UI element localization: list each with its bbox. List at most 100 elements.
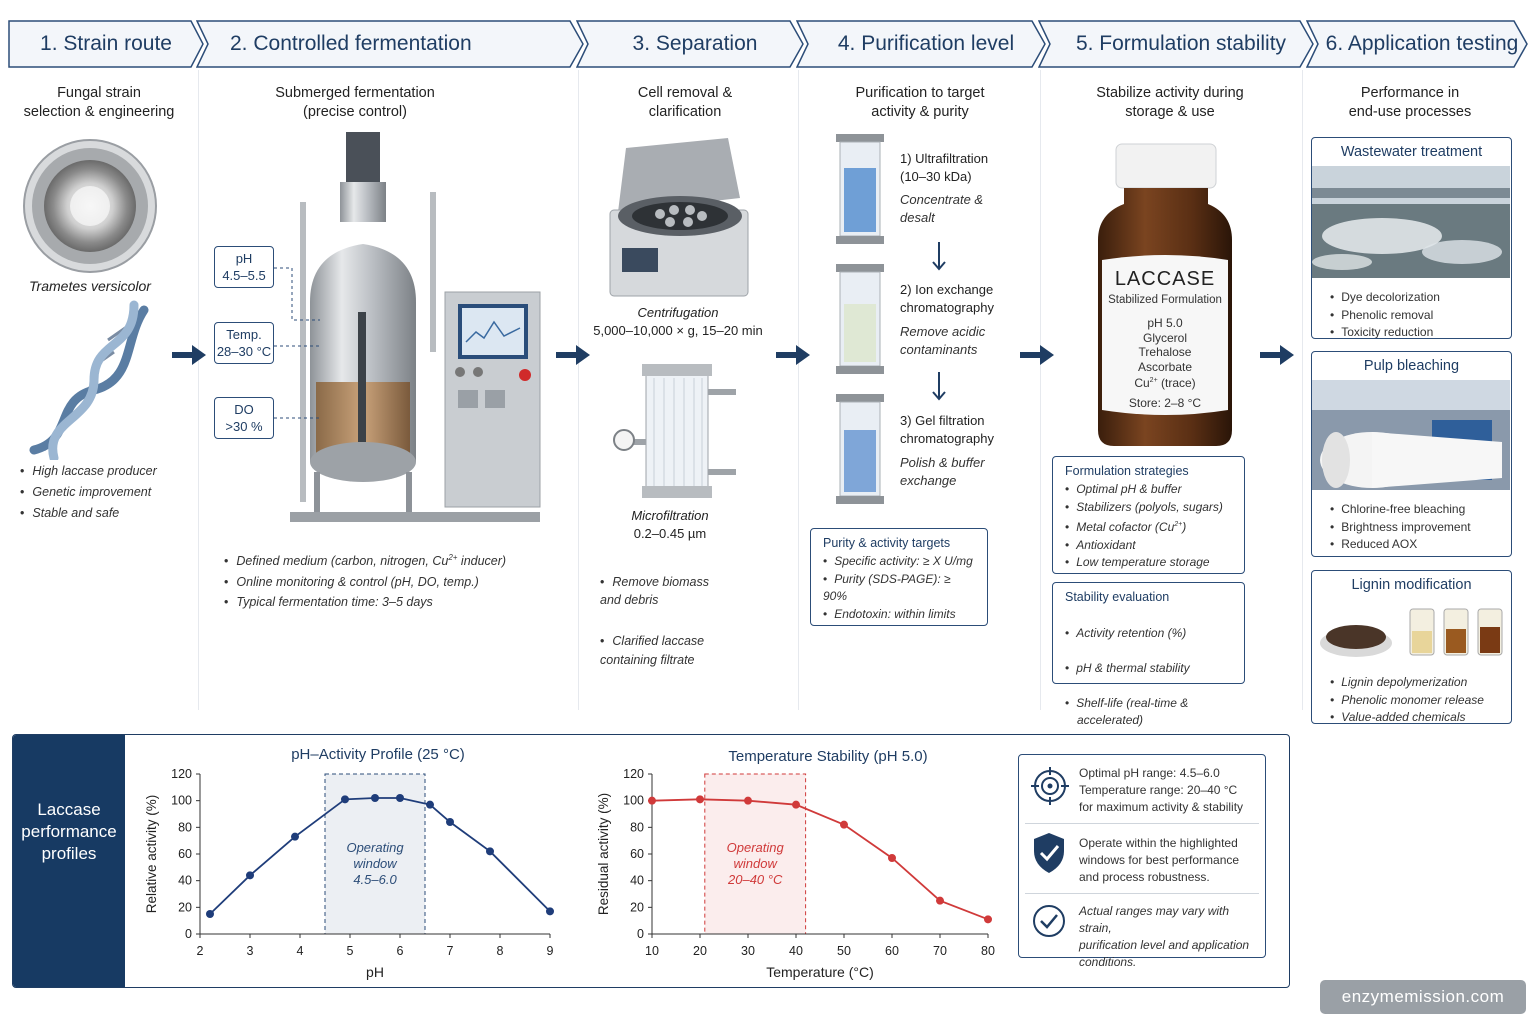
data-point <box>426 800 434 809</box>
application-bullet: Brightness improvement <box>1330 519 1499 537</box>
strain-bullets: High laccase producer Genetic improvemen… <box>20 461 157 524</box>
y-tick-label: 40 <box>178 874 192 888</box>
stability-item: pH & thermal stability <box>1065 660 1232 678</box>
label-storage: Store: 2–8 °C <box>1128 396 1202 410</box>
bioreactor-illustration <box>290 132 541 522</box>
flow-arrow-icon <box>1260 345 1294 365</box>
gel-filtration-column-icon <box>836 394 884 504</box>
y-axis-label: Relative activity (%) <box>144 795 159 914</box>
application-card-wastewater: Wastewater treatment Dye decolorization … <box>1311 137 1512 339</box>
stability-item: Shelf-life (real-time & accelerated) <box>1065 695 1232 730</box>
data-point <box>984 915 992 924</box>
application-card-pulp: Pulp bleaching Chlorine-free bleaching B… <box>1311 351 1512 557</box>
data-point <box>648 796 656 805</box>
label-subtitle: Stabilized Formulation <box>1108 294 1222 306</box>
x-tick-label: 4 <box>297 944 304 958</box>
target-item: Specific activity: ≥ X U/mg <box>823 553 975 571</box>
x-tick-label: 50 <box>837 944 851 958</box>
application-title: Lignin modification <box>1351 577 1472 593</box>
separation-bullet: Remove biomass and debris <box>600 573 709 610</box>
param-leader-lines <box>274 267 320 419</box>
separation-bullets: Remove biomass and debris Clarified lacc… <box>600 554 709 688</box>
data-point <box>396 794 404 802</box>
purification-step-desc: Remove acidic contaminants <box>900 324 986 357</box>
petri-dish-illustration <box>23 139 157 273</box>
down-arrow-icon <box>932 372 946 401</box>
stage-header-6: 6. Application testing <box>1306 20 1528 68</box>
data-point <box>840 820 848 829</box>
y-tick-label: 40 <box>630 874 644 888</box>
dna-helix-illustration <box>29 300 149 460</box>
centrifugation-spec: 5,000–10,000 × g, 15–20 min <box>593 323 763 338</box>
x-axis-label: pH <box>366 964 384 980</box>
stage-subtitle: Purification to target activity & purity <box>855 85 985 120</box>
data-point <box>888 854 896 862</box>
window-label: Operating <box>727 840 785 855</box>
fermentation-bullet: Defined medium (carbon, nitrogen, Cu2+ i… <box>224 548 506 572</box>
microfiltration-illustration <box>613 364 736 498</box>
flow-arrow-icon <box>1020 345 1054 365</box>
note-text: Operate within the highlighted windows f… <box>1079 836 1240 884</box>
purification-step-title: 1) Ultrafiltration (10–30 kDa) <box>900 151 989 184</box>
ultrafiltration-column-icon <box>836 134 884 244</box>
application-bullet: Toxicity reduction <box>1330 324 1499 338</box>
y-tick-label: 120 <box>623 767 644 781</box>
data-point <box>341 795 349 804</box>
chart-title: pH–Activity Profile (25 °C) <box>291 746 465 763</box>
param-tag-ph: pH 4.5–5.5 <box>214 246 274 288</box>
x-tick-label: 20 <box>693 944 707 958</box>
x-tick-label: 9 <box>547 944 554 958</box>
watermark: enzymemission.com <box>1320 980 1526 1014</box>
stability-item: Activity retention (%) <box>1065 625 1232 643</box>
data-point <box>206 910 214 918</box>
window-label: window <box>353 856 398 871</box>
strain-bullet: High laccase producer <box>20 461 156 482</box>
strain-bullet: Genetic improvement <box>20 482 157 503</box>
y-tick-label: 0 <box>637 927 644 941</box>
stage-subtitle: Stabilize activity during storage & use <box>1096 85 1244 120</box>
strategy-item: Low temperature storage <box>1065 554 1232 572</box>
x-axis-label: Temperature (°C) <box>766 964 874 980</box>
flow-arrow-icon <box>556 345 590 365</box>
x-tick-label: 30 <box>741 944 755 958</box>
application-bullet: Reduced AOX <box>1330 536 1499 554</box>
x-tick-label: 7 <box>447 944 454 958</box>
strategy-item: Metal cofactor (Cu2+) <box>1065 516 1232 537</box>
target-item: Endotoxin: within limits <box>823 606 975 624</box>
stage-title: 2. Controlled fermentation <box>230 32 472 55</box>
pulp-mill-image <box>1312 380 1510 490</box>
purification-step-title: 3) Gel filtration chromatography <box>900 413 994 446</box>
purity-targets-box: Purity & activity targets Specific activ… <box>810 528 988 626</box>
window-label: window <box>734 856 779 871</box>
fermentation-bullet: Typical fermentation time: 3–5 days <box>224 592 506 613</box>
window-label: Operating <box>346 840 404 855</box>
profiles-label: Laccase performance profiles <box>13 735 125 987</box>
y-tick-label: 20 <box>178 900 192 914</box>
y-tick-label: 60 <box>178 847 192 861</box>
y-tick-label: 120 <box>171 767 192 781</box>
note-text: Optimal pH range: 4.5–6.0 Temperature ra… <box>1079 766 1244 814</box>
data-point <box>371 794 379 802</box>
y-tick-label: 20 <box>630 900 644 914</box>
window-label: 20–40 °C <box>727 872 783 887</box>
param-tag-do: DO >30 % <box>214 397 274 439</box>
target-item: Purity (SDS-PAGE): ≥ 90% <box>823 571 975 606</box>
box-title: Purity & activity targets <box>823 536 951 550</box>
chart-title: Temperature Stability (pH 5.0) <box>728 748 928 765</box>
stage-header-2: 2. Controlled fermentation <box>196 20 584 68</box>
x-tick-label: 10 <box>645 944 659 958</box>
data-point <box>446 818 454 826</box>
application-bullet: Value-added chemicals <box>1330 709 1499 723</box>
application-bullet: Phenolic removal <box>1330 307 1499 325</box>
down-arrow-icon <box>932 242 946 271</box>
x-tick-label: 8 <box>497 944 504 958</box>
stage-subtitle: Fungal strain selection & engineering <box>23 85 175 120</box>
formulation-strategies-box: Formulation strategies Optimal pH & buff… <box>1052 456 1245 574</box>
flow-arrow-icon <box>776 345 810 365</box>
y-tick-label: 80 <box>178 820 192 834</box>
window-label: 4.5–6.0 <box>353 872 397 887</box>
box-title: Formulation strategies <box>1065 464 1189 478</box>
purification-step-desc: Concentrate & desalt <box>900 192 984 225</box>
